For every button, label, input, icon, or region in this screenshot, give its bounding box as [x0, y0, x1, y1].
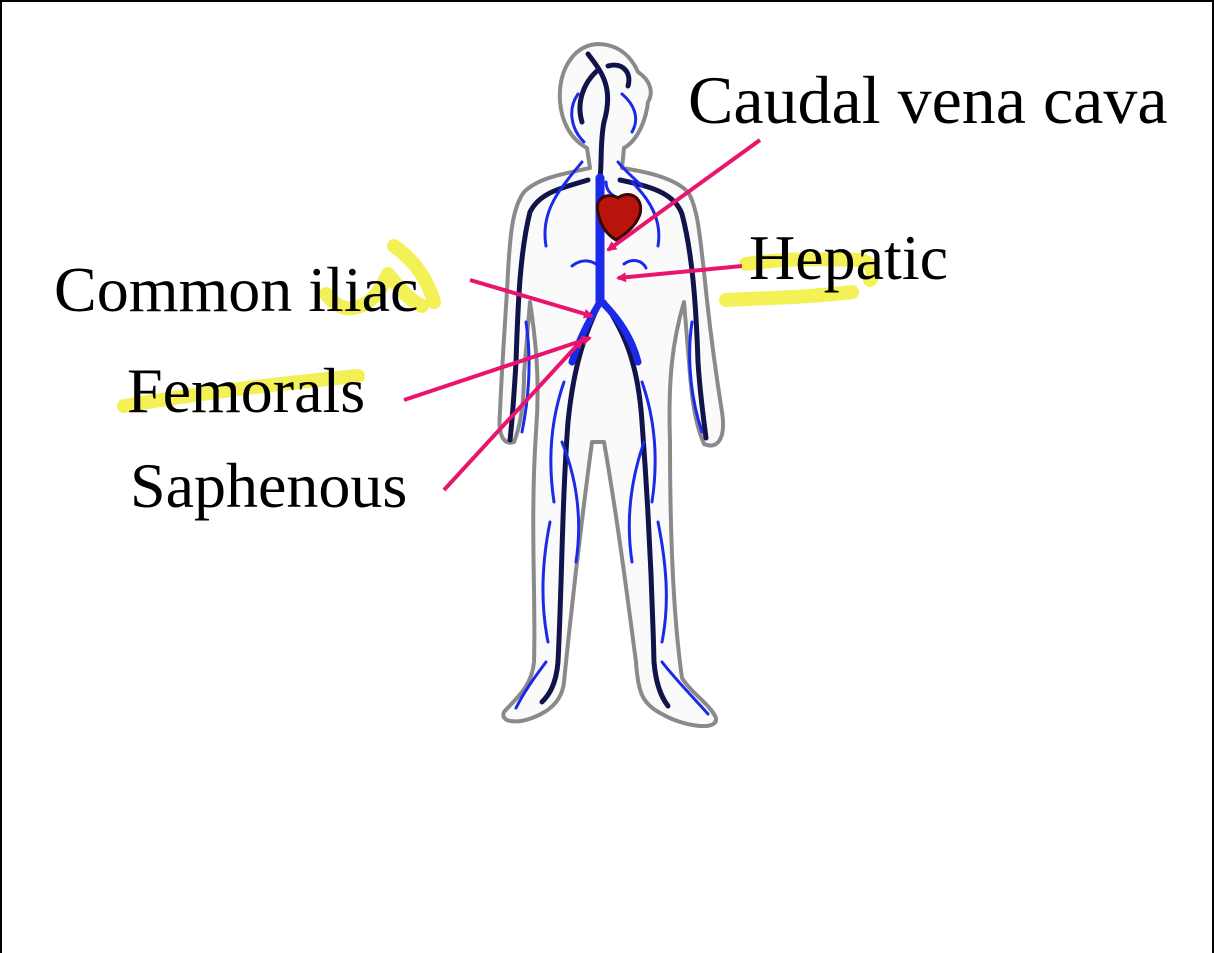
label-saphenous: Saphenous — [130, 454, 407, 518]
label-femorals: Femorals — [127, 359, 365, 423]
label-caudal-vena-cava: Caudal vena cava — [688, 66, 1168, 134]
body-silhouette — [500, 44, 724, 726]
label-hepatic: Hepatic — [749, 226, 948, 290]
label-common-iliac: Common iliac — [54, 258, 418, 322]
